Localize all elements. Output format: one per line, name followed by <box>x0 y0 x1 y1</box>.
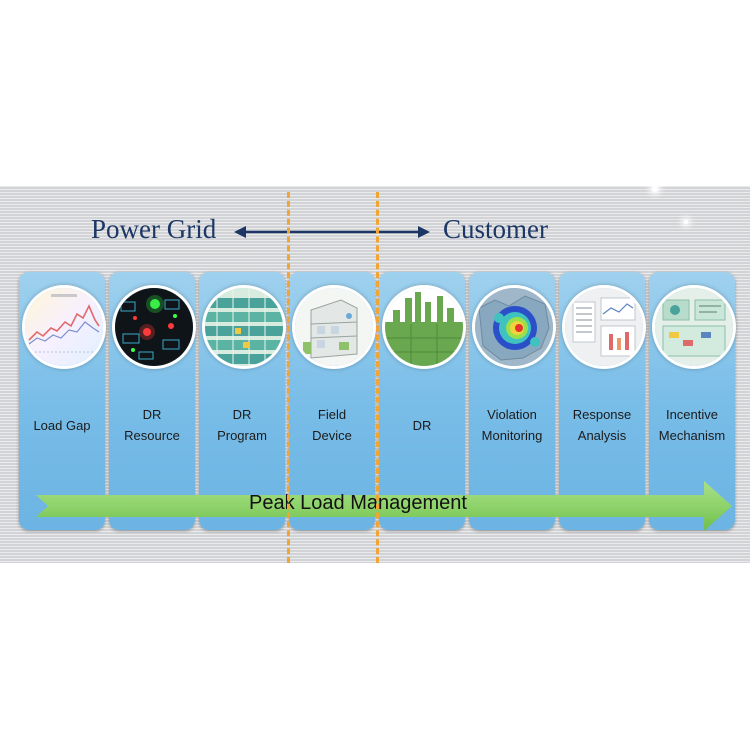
caption-line: Mechanism <box>658 428 726 443</box>
panel-caption: DR Program <box>199 404 285 446</box>
caption-line: Monitoring <box>481 428 543 443</box>
caption-line: Resource <box>124 428 180 443</box>
incentive-dashboard-icon <box>652 285 736 369</box>
caption-line: DR <box>232 407 252 422</box>
caption-line: Incentive <box>665 407 719 422</box>
panel-caption: Incentive Mechanism <box>649 404 735 446</box>
panel-dr: DR <box>379 272 466 530</box>
sparkle-decoration <box>684 220 688 224</box>
double-headed-arrow-icon <box>234 226 430 238</box>
building-device-icon <box>292 285 376 369</box>
caption-line: DR <box>142 407 162 422</box>
panel-caption: Response Analysis <box>559 404 645 446</box>
resource-map-icon <box>112 285 196 369</box>
caption-line: Program <box>217 428 267 443</box>
divider-line-left <box>287 192 290 563</box>
caption-line: Device <box>312 428 352 443</box>
peak-load-arrow-band <box>36 481 732 531</box>
peak-load-management-label: Peak Load Management <box>249 492 467 514</box>
panel-field-device: Field Device <box>289 272 376 530</box>
panel-incentive-mechanism: Incentive Mechanism <box>649 272 736 530</box>
dr-bar-chart-icon <box>382 285 466 369</box>
program-schedule-icon <box>202 285 286 369</box>
caption-line: Field <box>317 407 347 422</box>
panel-response-analysis: Response Analysis <box>559 272 646 530</box>
panel-caption: DR <box>379 415 465 436</box>
panel-dr-program: DR Program <box>199 272 286 530</box>
customer-label: Customer <box>443 214 548 244</box>
sparkle-decoration <box>652 186 658 192</box>
panel-violation-monitoring: Violation Monitoring <box>469 272 556 530</box>
heatmap-icon <box>472 285 556 369</box>
panel-dr-resource: DR Resource <box>109 272 196 530</box>
caption-line: Violation <box>487 407 537 422</box>
panel-caption: Load Gap <box>19 415 105 436</box>
caption-line: DR <box>412 418 432 433</box>
load-curve-chart-icon <box>22 285 106 369</box>
caption-line: Analysis <box>577 428 627 443</box>
panel-caption: DR Resource <box>109 404 195 446</box>
panel-caption: Field Device <box>289 404 375 446</box>
divider-line-right <box>376 192 379 563</box>
power-grid-label: Power Grid <box>91 214 217 244</box>
caption-line: Response <box>572 407 632 422</box>
analysis-dashboard-icon <box>562 285 646 369</box>
panel-load-gap: Load Gap <box>19 272 106 530</box>
caption-line: Load Gap <box>33 418 91 433</box>
panel-caption: Violation Monitoring <box>469 404 555 446</box>
